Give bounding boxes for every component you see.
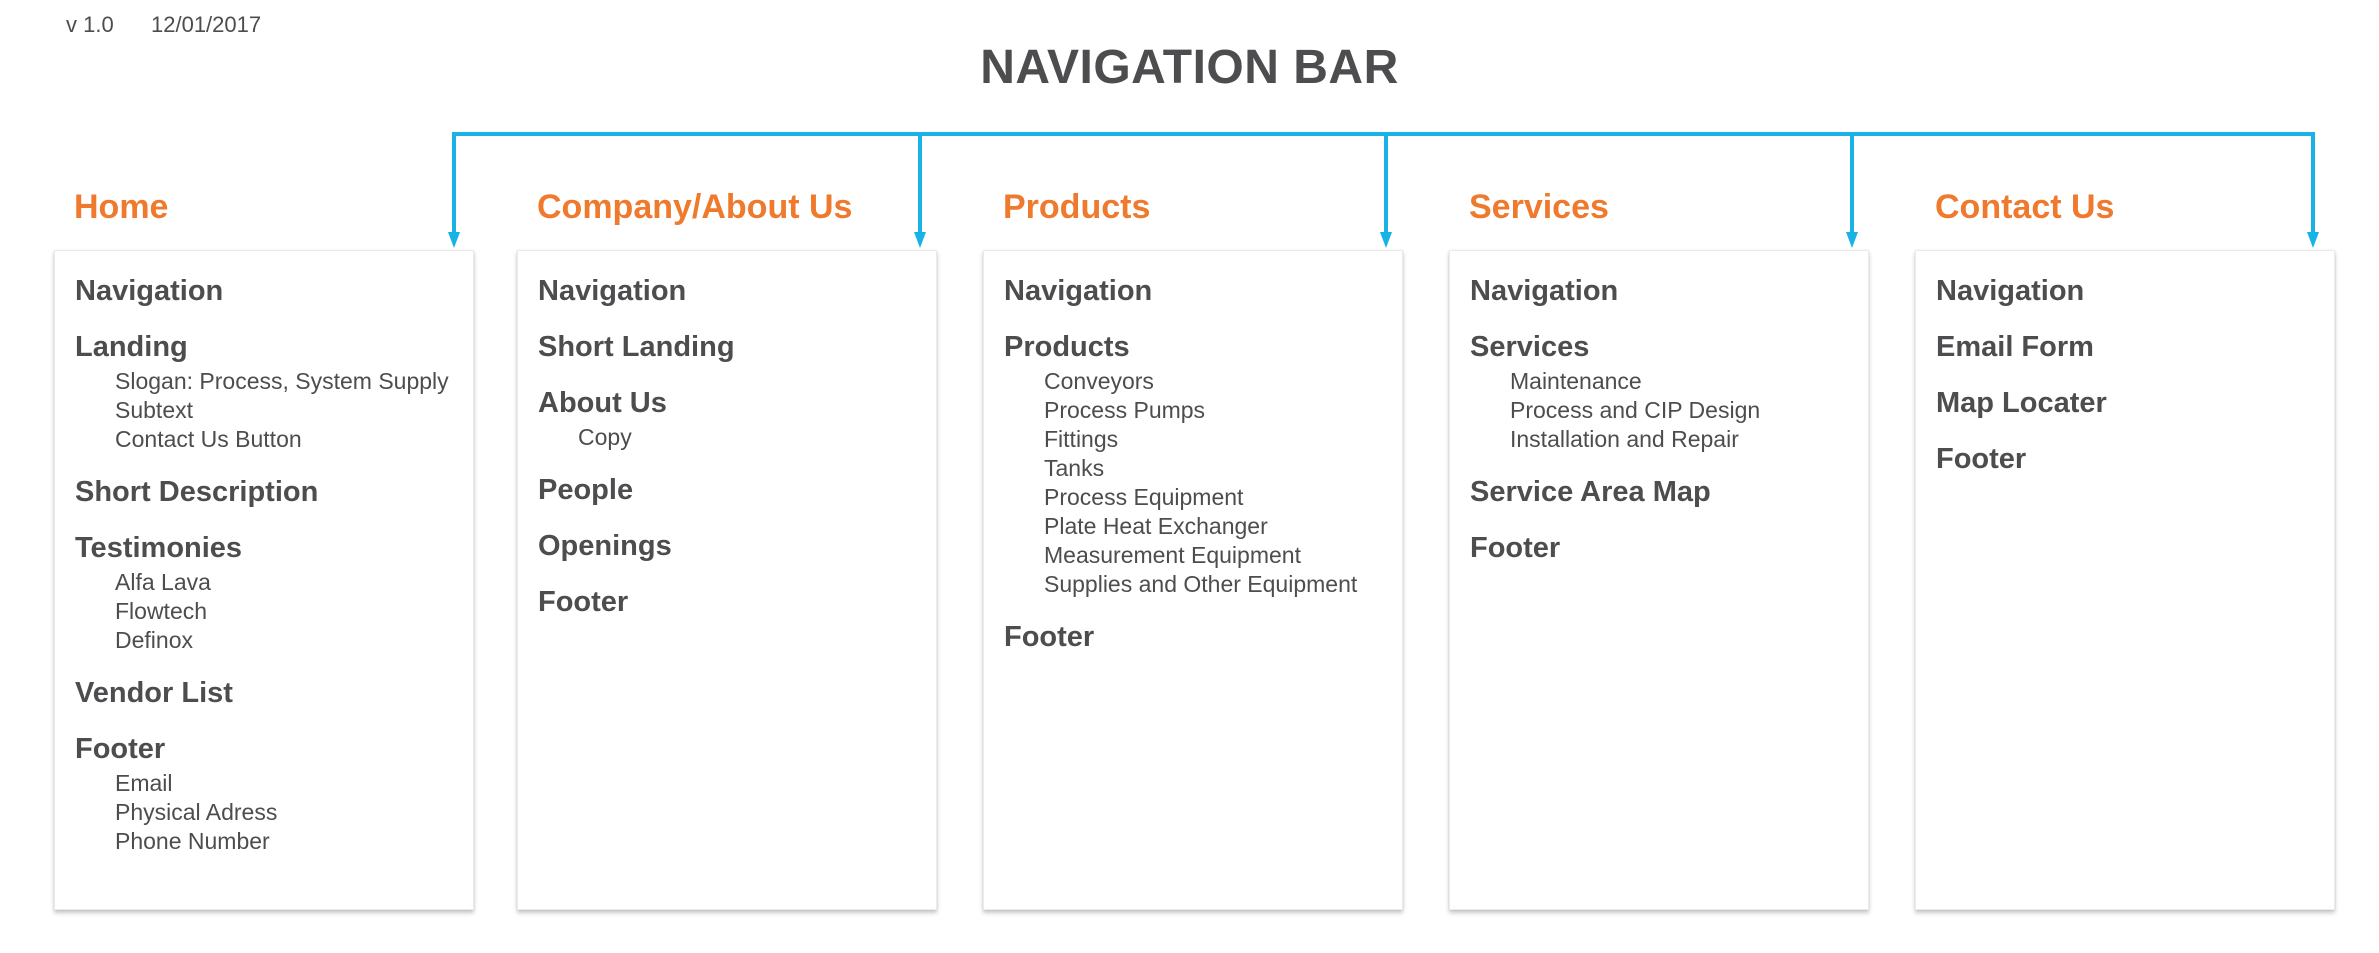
card-section: Openings [538,528,936,564]
section-title: Services [1470,331,1590,363]
card-section: Short Description [75,474,473,510]
section-title: Navigation [538,275,687,307]
section-title: About Us [538,387,667,419]
card-section: Navigation [538,273,936,309]
sub-item: Process Pumps [1044,397,1206,423]
section-title: Footer [75,733,166,765]
card-section: Navigation [1004,273,1402,309]
section-title: Map Locater [1936,387,2107,419]
section-title: Short Landing [538,331,735,363]
section-title: Openings [538,530,672,562]
card-section: Footer [1936,441,2334,477]
card-section: Map Locater [1936,385,2334,421]
section-title: Email Form [1936,331,2094,363]
section-title: Footer [538,586,629,618]
sub-item: Supplies and Other Equipment [1044,571,1358,597]
card-section: Footer [538,584,936,620]
date-label: 12/01/2017 [151,12,262,37]
section-title: Service Area Map [1470,476,1711,508]
sub-item: Conveyors [1044,368,1154,394]
section-title: Vendor List [75,677,233,709]
section-title: Navigation [1470,275,1619,307]
sub-item: Fittings [1044,426,1119,452]
version-label: v 1.0 [66,12,114,37]
column-title-services: Services [1469,188,1609,226]
diagram-title: NAVIGATION BAR [980,41,1399,94]
sub-item: Definox [115,627,193,653]
section-title: Navigation [75,275,224,307]
section-title: Footer [1470,532,1561,564]
section-title: Navigation [1936,275,2085,307]
sub-item: Process Equipment [1044,484,1244,510]
sub-item: Email [115,770,173,796]
sub-item: Tanks [1044,455,1105,481]
section-title: People [538,474,634,506]
section-title: Landing [75,331,188,363]
sub-item: Process and CIP Design [1510,397,1761,423]
connector-arrowhead-home [448,232,460,248]
section-title: Short Description [75,476,319,508]
card-section: Footer [1004,619,1402,655]
section-title: Footer [1936,443,2027,475]
sub-item: Slogan: Process, System Supply [115,368,449,394]
section-title: Navigation [1004,275,1153,307]
connector-arrowhead-products [1380,232,1392,248]
sub-item: Phone Number [115,828,270,854]
card-section: Service Area Map [1470,474,1868,510]
sub-item: Subtext [115,397,193,423]
sub-item: Contact Us Button [115,426,302,452]
section-title: Products [1004,331,1130,363]
sub-item: Plate Heat Exchanger [1044,513,1268,539]
sub-item: Physical Adress [115,799,278,825]
card-section: Vendor List [75,675,473,711]
column-title-home: Home [74,188,169,226]
sub-item: Copy [578,424,632,450]
sub-item: Installation and Repair [1510,426,1739,452]
section-title: Footer [1004,621,1095,653]
sub-item: Maintenance [1510,368,1642,394]
sub-item: Measurement Equipment [1044,542,1301,568]
card-section: Footer [1470,530,1868,566]
section-title: Testimonies [75,532,243,564]
sub-item-list: Copy [538,421,936,452]
connector-arrowhead-company [914,232,926,248]
connector-arrowhead-services [1846,232,1858,248]
sub-item: Alfa Lava [115,569,211,595]
card-section: Navigation [75,273,473,309]
card-section: People [538,472,936,508]
column-title-products: Products [1003,188,1151,226]
card-section: About Us Copy [538,385,936,452]
connector-arrowhead-contact [2307,232,2319,248]
card-section: Navigation [1936,273,2334,309]
card-section: Email Form [1936,329,2334,365]
card-section: Short Landing [538,329,936,365]
column-title-company-about-us: Company/About Us [537,188,853,226]
sub-item: Flowtech [115,598,208,624]
card-section: Navigation [1470,273,1868,309]
column-title-contact-us: Contact Us [1935,188,2115,226]
